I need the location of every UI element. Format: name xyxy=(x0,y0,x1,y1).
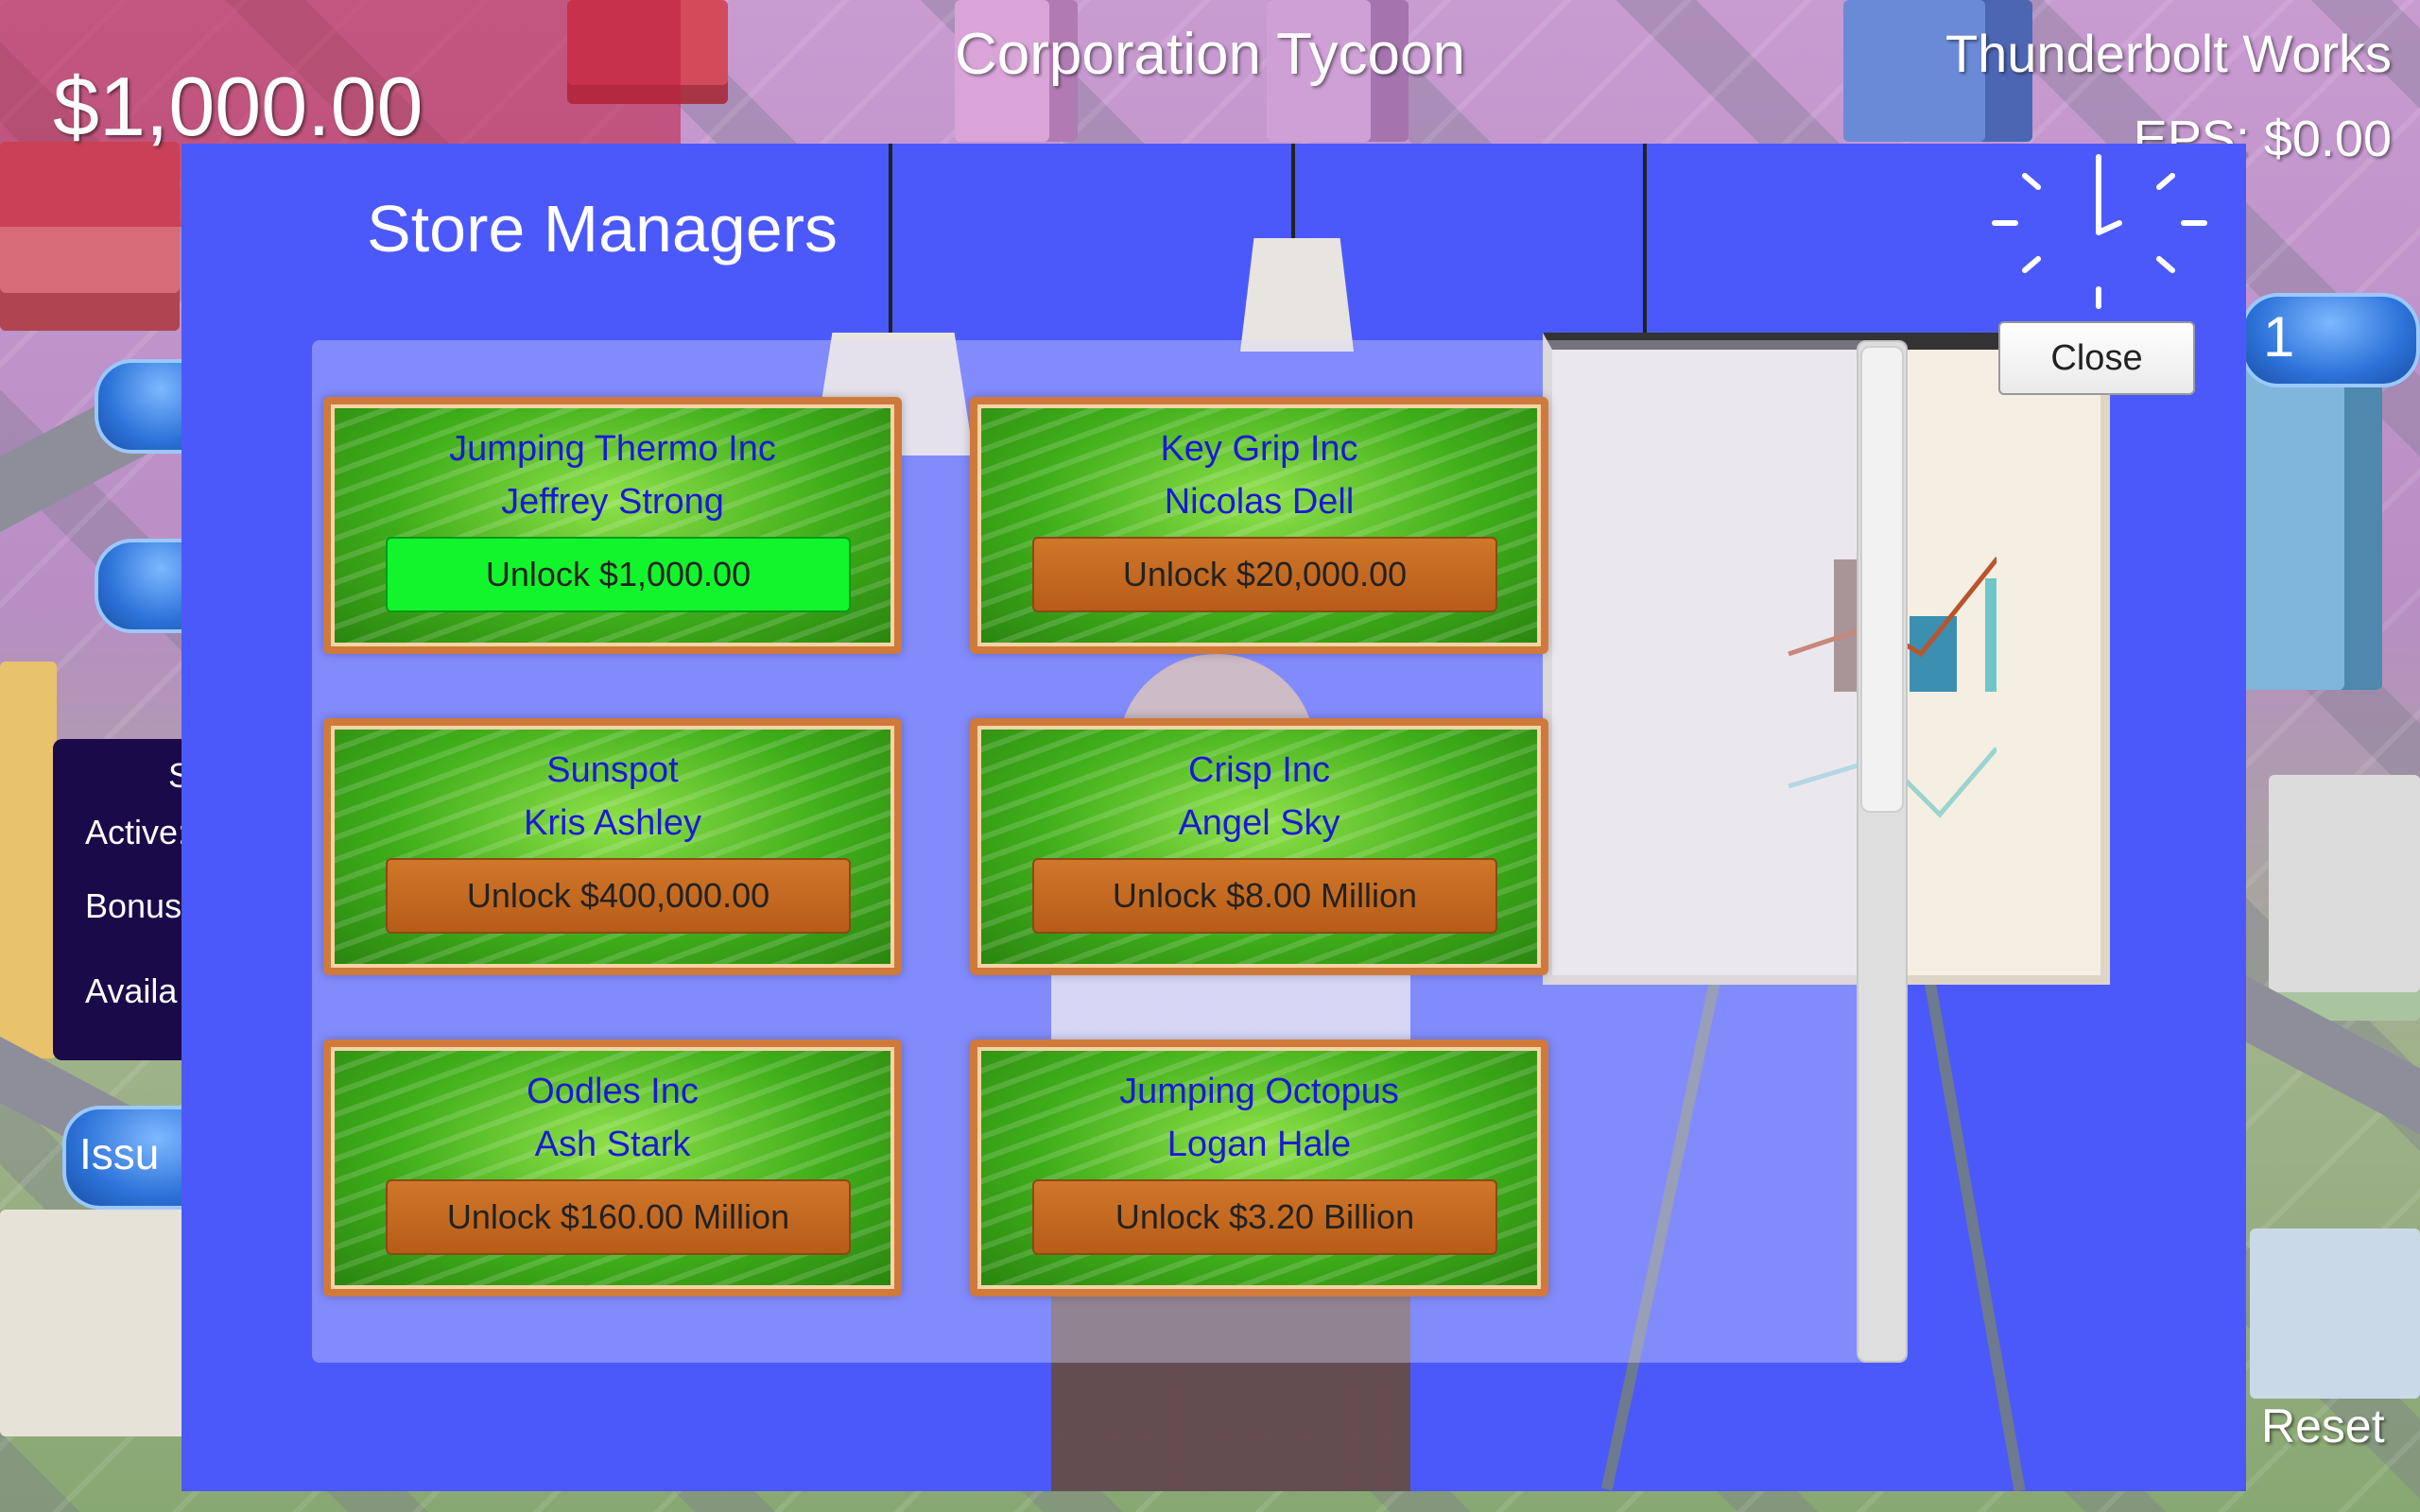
lamp-cord xyxy=(1643,144,1647,342)
reset-button[interactable]: Reset xyxy=(2261,1400,2385,1452)
unlock-button[interactable]: Unlock $160.00 Million xyxy=(386,1179,851,1255)
lamp-cord xyxy=(889,144,892,333)
manager-company: Jumping Octopus xyxy=(1119,1072,1399,1111)
unlock-button[interactable]: Unlock $20,000.00 xyxy=(1032,537,1497,612)
manager-name: Jeffrey Strong xyxy=(501,482,724,522)
close-button[interactable]: Close xyxy=(1998,321,2195,395)
modal-title: Store Managers xyxy=(367,192,838,266)
unlock-button[interactable]: Unlock $3.20 Billion xyxy=(1032,1179,1497,1255)
building xyxy=(0,1210,189,1436)
manager-company: Sunspot xyxy=(546,750,679,790)
manager-card: Key Grip Inc Nicolas Dell Unlock $20,000… xyxy=(970,397,1548,654)
manager-company: Jumping Thermo Inc xyxy=(449,429,776,469)
building xyxy=(0,662,57,1058)
manager-card: Jumping Thermo Inc Jeffrey Strong Unlock… xyxy=(323,397,902,654)
stats-bonus-label: Bonus xyxy=(85,886,182,925)
easel-leg xyxy=(1922,969,2026,1491)
unlock-button[interactable]: Unlock $8.00 Million xyxy=(1032,858,1497,934)
building xyxy=(1267,0,1409,142)
building xyxy=(2269,775,2420,1021)
unlock-button[interactable]: Unlock $1,000.00 xyxy=(386,537,851,612)
manager-card: Sunspot Kris Ashley Unlock $400,000.00 xyxy=(323,718,902,975)
manager-card: Crisp Inc Angel Sky Unlock $8.00 Million xyxy=(970,718,1548,975)
game-title: Corporation Tycoon xyxy=(955,22,1465,87)
right-side-button-value: 1 xyxy=(2263,305,2295,369)
stats-active-label: Active: xyxy=(85,813,188,851)
clock-icon xyxy=(1992,154,2207,309)
manager-name: Logan Hale xyxy=(1167,1125,1352,1164)
money-display: $1,000.00 xyxy=(53,60,424,153)
scrollbar-thumb[interactable] xyxy=(1860,346,1904,813)
building xyxy=(2250,1228,2420,1399)
building xyxy=(1843,0,2032,142)
building xyxy=(955,0,1078,142)
unlock-button[interactable]: Unlock $400,000.00 xyxy=(386,858,851,934)
manager-company: Oodles Inc xyxy=(527,1072,699,1111)
store-managers-modal: Store Managers Jumping Thermo Inc Jeffre… xyxy=(182,144,2246,1491)
easel-board xyxy=(1543,333,2110,985)
manager-name: Nicolas Dell xyxy=(1164,482,1355,522)
company-name: Thunderbolt Works xyxy=(1945,24,2392,83)
manager-name: Ash Stark xyxy=(534,1125,691,1164)
manager-name: Angel Sky xyxy=(1178,803,1340,843)
lamp-shade xyxy=(1240,238,1354,352)
issue-button-label: Issu xyxy=(79,1129,160,1178)
manager-company: Crisp Inc xyxy=(1188,750,1330,790)
stats-available-label: Availa xyxy=(85,971,178,1010)
manager-card: Oodles Inc Ash Stark Unlock $160.00 Mill… xyxy=(323,1040,902,1297)
manager-name: Kris Ashley xyxy=(524,803,701,843)
manager-company: Key Grip Inc xyxy=(1160,429,1358,469)
lamp-cord xyxy=(1291,144,1295,238)
manager-card: Jumping Octopus Logan Hale Unlock $3.20 … xyxy=(970,1040,1548,1297)
